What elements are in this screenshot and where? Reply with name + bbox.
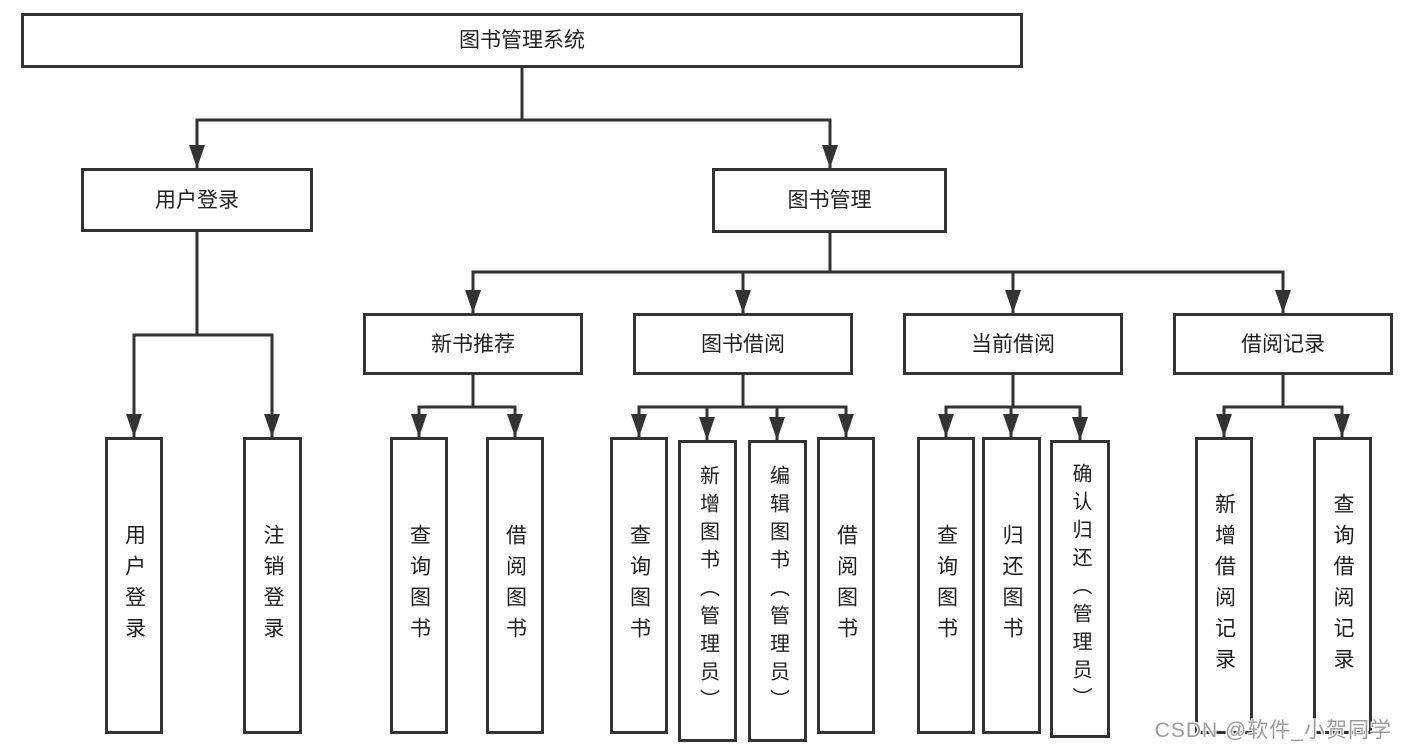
leaf-return-books: 归还图书 xyxy=(982,437,1041,734)
node-library-system: 图书管理系统 xyxy=(21,13,1023,68)
node-label: 借阅记录 xyxy=(1241,332,1325,356)
leaf-query-books-recommend: 查询图书 xyxy=(390,437,448,734)
leaf-query-books-borrowing: 查询图书 xyxy=(610,437,668,734)
leaf-query-borrow-record: 查询借阅记录 xyxy=(1313,437,1372,734)
node-user-login: 用户登录 xyxy=(81,168,313,232)
node-label: 借阅图书 xyxy=(503,523,527,648)
node-borrowing-records: 借阅记录 xyxy=(1173,313,1393,375)
leaf-confirm-return-admin: 确认归还（管理员） xyxy=(1050,440,1110,738)
leaf-logout: 注销登录 xyxy=(243,437,302,734)
node-label: 注销登录 xyxy=(261,523,284,648)
node-label: 用户登录 xyxy=(122,523,146,648)
node-book-borrowing: 图书借阅 xyxy=(633,313,853,375)
node-label: 用户登录 xyxy=(155,188,239,212)
node-label: 新增图书（管理员） xyxy=(696,465,719,717)
node-new-book-recommendation: 新书推荐 xyxy=(363,313,583,375)
csdn-watermark: CSDN @软件_小贺同学 xyxy=(1154,719,1392,742)
node-label: 图书借阅 xyxy=(701,332,785,356)
leaf-add-books-admin: 新增图书（管理员） xyxy=(678,440,737,742)
node-label: 归还图书 xyxy=(1000,523,1023,648)
node-label: 图书管理 xyxy=(787,189,872,212)
leaf-query-books-current: 查询图书 xyxy=(917,437,975,734)
node-label: 查询图书 xyxy=(627,523,651,648)
leaf-user-login: 用户登录 xyxy=(105,437,163,734)
leaf-borrow-books-recommend: 借阅图书 xyxy=(486,437,544,734)
leaf-add-borrow-record: 新增借阅记录 xyxy=(1195,437,1253,734)
node-label: 查询图书 xyxy=(407,523,431,648)
leaf-borrow-books-borrowing: 借阅图书 xyxy=(817,437,875,734)
node-current-borrowing: 当前借阅 xyxy=(903,313,1123,375)
node-label: 当前借阅 xyxy=(971,332,1055,356)
node-label: 新书推荐 xyxy=(431,332,515,356)
node-label: 图书管理系统 xyxy=(459,29,585,52)
node-label: 借阅图书 xyxy=(834,523,858,648)
leaf-edit-books-admin: 编辑图书（管理员） xyxy=(748,440,807,742)
node-label: 确认归还（管理员） xyxy=(1069,463,1091,715)
node-label: 编辑图书（管理员） xyxy=(766,465,789,717)
node-label: 查询图书 xyxy=(934,523,958,648)
node-book-management: 图书管理 xyxy=(712,168,947,233)
node-label: 查询借阅记录 xyxy=(1331,492,1354,679)
node-label: 新增借阅记录 xyxy=(1212,492,1236,679)
